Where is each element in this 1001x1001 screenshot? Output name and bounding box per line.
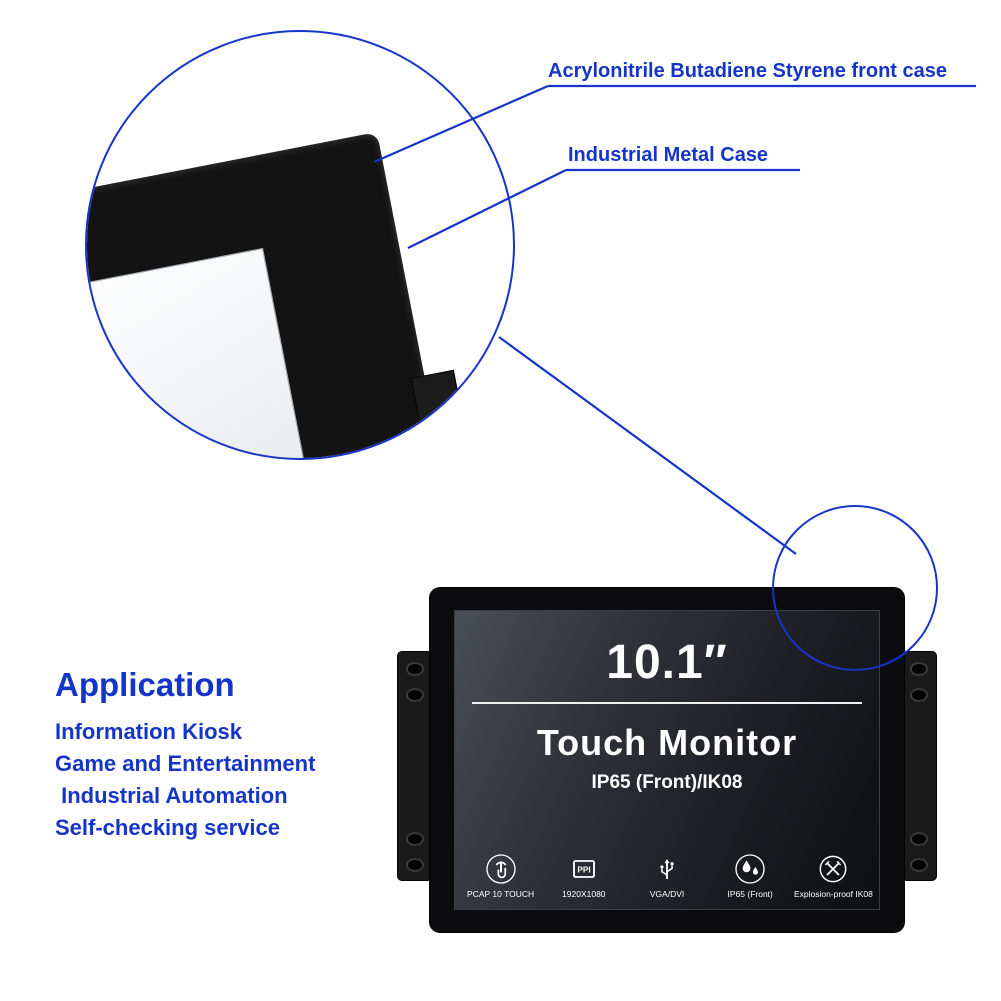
feature-item: PCAP 10 TOUCH [459, 853, 542, 899]
application-item: Industrial Automation [55, 783, 288, 808]
feature-label: PCAP 10 TOUCH [467, 889, 535, 899]
touch-icon [485, 853, 517, 885]
feature-item: IP65 (Front) [709, 853, 792, 899]
svg-text:PPI: PPI [577, 865, 590, 874]
screw-hole-icon [912, 834, 926, 844]
application-item: Self-checking service [55, 815, 281, 840]
corner-highlight-circle [772, 505, 938, 671]
feature-icon-row: PCAP 10 TOUCH PPI 1920X1080 [459, 853, 875, 899]
feature-label: Explosion-proof IK08 [793, 889, 873, 899]
screw-hole-icon [912, 860, 926, 870]
ppi-icon: PPI [568, 853, 600, 885]
application-title: Application [55, 666, 235, 703]
screen-title: Touch Monitor [536, 722, 798, 763]
callout-metal-case-label: Industrial Metal Case [568, 144, 769, 166]
touch-monitor: 10.1″ Touch Monitor IP65 (Front)/IK08 PC… [430, 588, 904, 932]
zoom-screen-panel [87, 247, 332, 458]
monitor-corner-zoom [87, 132, 500, 458]
screw-hole-icon [408, 664, 422, 674]
screw-hole-icon [408, 690, 422, 700]
screw-hole-icon [408, 834, 422, 844]
feature-label: VGA/DVI [649, 889, 685, 899]
feature-item: PPI 1920X1080 [542, 853, 625, 899]
screw-hole-icon [912, 690, 926, 700]
monitor-screen: 10.1″ Touch Monitor IP65 (Front)/IK08 PC… [454, 610, 880, 910]
screw-hole-icon [408, 860, 422, 870]
screw-hole-icon [912, 664, 926, 674]
water-drops-icon [734, 853, 766, 885]
application-item: Information Kiosk [55, 719, 243, 744]
screen-divider-line [471, 702, 863, 704]
feature-item: Explosion-proof IK08 [792, 853, 875, 899]
callout-front-case-label: Acrylonitrile Butadiene Styrene front ca… [548, 60, 948, 82]
application-section: Application Information Kiosk Game and E… [55, 666, 315, 844]
screen-size-label: 10.1″ [606, 636, 728, 689]
zoom-to-monitor-line [498, 336, 797, 555]
mounting-bracket-right [902, 652, 936, 880]
feature-label: 1920X1080 [562, 889, 606, 899]
screen-subtitle: IP65 (Front)/IK08 [591, 772, 743, 793]
feature-item: VGA/DVI [625, 853, 708, 899]
zoom-detail-circle [85, 30, 515, 460]
mounting-bracket-left [398, 652, 432, 880]
usb-icon [651, 853, 683, 885]
application-item: Game and Entertainment [55, 751, 316, 776]
feature-label: IP65 (Front) [727, 889, 773, 899]
explosion-proof-icon [817, 853, 849, 885]
